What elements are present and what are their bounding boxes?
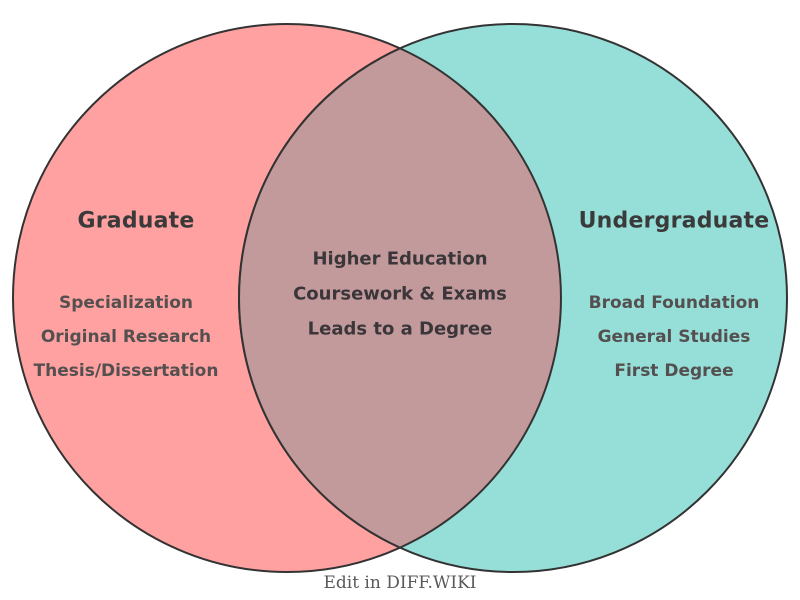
overlap-items: Higher Education Coursework & Exams Lead… [293, 242, 507, 347]
undergraduate-item: General Studies [597, 327, 751, 347]
undergraduate-items: Broad Foundation General Studies First D… [589, 286, 760, 388]
graduate-item: Specialization [58, 293, 194, 313]
overlap-item: Coursework & Exams [293, 283, 507, 305]
overlap-item: Higher Education [312, 248, 488, 270]
overlap-item: Leads to a Degree [307, 318, 493, 340]
overlap-region [238, 47, 562, 549]
graduate-item: Thesis/Dissertation [33, 361, 219, 381]
undergraduate-item: Broad Foundation [588, 293, 760, 313]
undergraduate-item: First Degree [614, 361, 734, 381]
graduate-items: Specialization Original Research Thesis/… [34, 286, 219, 388]
graduate-title: Graduate [77, 208, 195, 234]
graduate-item: Original Research [40, 327, 212, 347]
edit-in-diffwiki-link[interactable]: Edit in DIFF.WIKI [323, 573, 477, 593]
undergraduate-title: Undergraduate [578, 208, 770, 234]
